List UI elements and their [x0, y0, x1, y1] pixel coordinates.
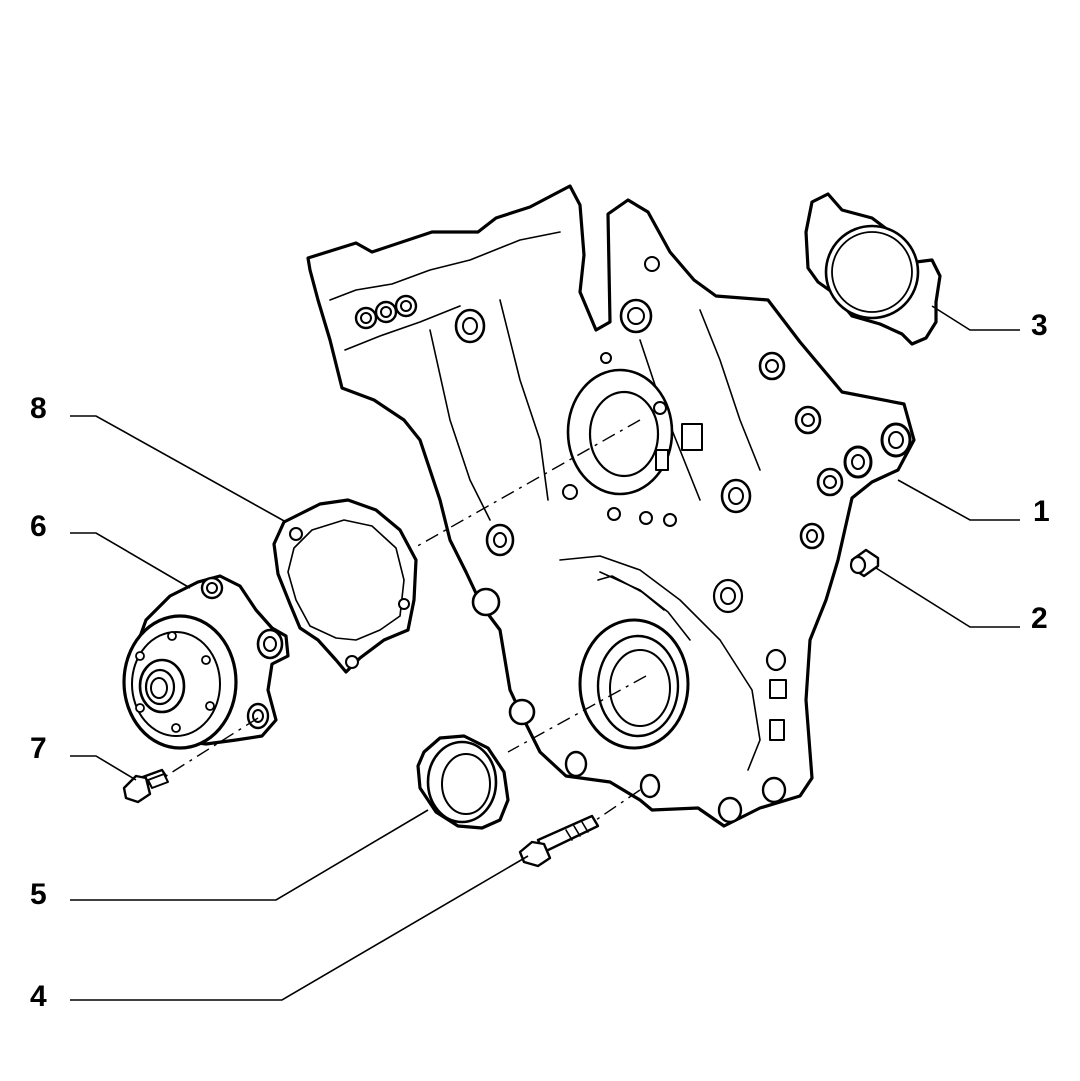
- timing-cover: [306, 184, 916, 828]
- crankshaft-seal: [416, 734, 510, 830]
- callout-4: 4: [30, 980, 47, 1013]
- water-pump: [122, 574, 290, 750]
- long-bolt: [518, 814, 600, 868]
- callout-1: 1: [1033, 495, 1050, 528]
- callout-3: 3: [1031, 309, 1048, 342]
- callout-7: 7: [30, 732, 47, 765]
- callout-2: 2: [1031, 602, 1048, 635]
- pump-gasket: [272, 498, 418, 674]
- callout-5: 5: [30, 878, 47, 911]
- callout-6: 6: [30, 510, 47, 543]
- callout-labels: 1 2 3 4 5 6 7 8: [30, 309, 1050, 1013]
- leader-lines: [70, 305, 1020, 1001]
- seal-gasket: [804, 192, 942, 346]
- callout-8: 8: [30, 392, 47, 425]
- dowel-pin: [849, 548, 880, 578]
- assembly-axes: [165, 419, 647, 821]
- pump-bolt: [122, 768, 169, 804]
